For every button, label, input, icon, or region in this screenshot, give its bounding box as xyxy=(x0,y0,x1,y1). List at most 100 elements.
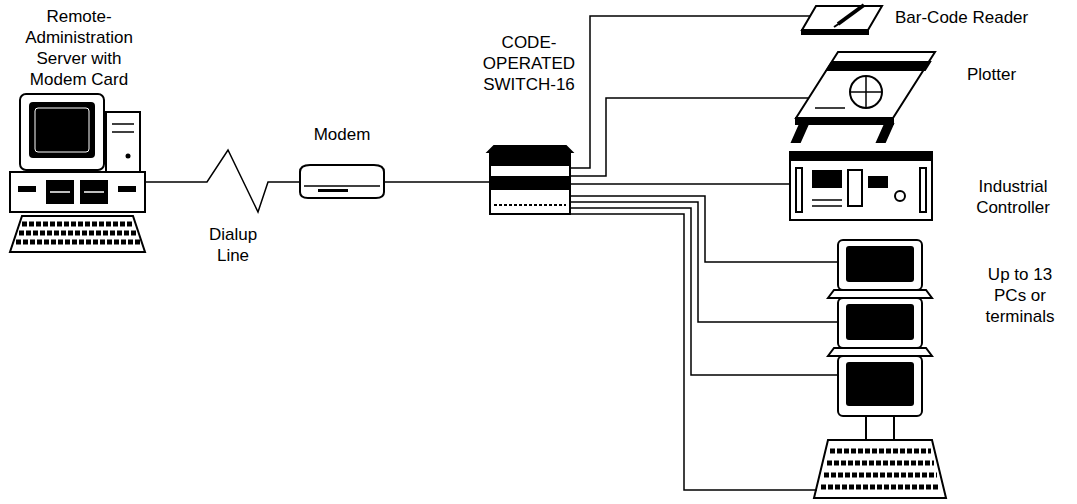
industrial-controller-icon-part xyxy=(920,168,926,212)
modem-icon-part xyxy=(318,189,348,192)
server-icon-part xyxy=(126,154,131,159)
plotter-icon-part xyxy=(827,62,930,70)
server-icon-part xyxy=(80,180,108,204)
edge-label: Dialup Line xyxy=(196,224,270,266)
wire-stubs-part xyxy=(792,97,808,99)
wire-stubs-part xyxy=(570,167,584,169)
server-icon xyxy=(10,94,145,252)
switch-icon-part xyxy=(490,152,570,214)
modem-icon xyxy=(300,165,384,198)
server-icon-part xyxy=(46,180,74,204)
industrial-controller-icon-part xyxy=(812,199,842,201)
server-icon-part xyxy=(16,240,140,245)
industrial-controller-icon xyxy=(790,152,932,220)
pc-stack-icon-part xyxy=(828,290,932,298)
plotter-icon-part xyxy=(865,76,867,108)
wire-stubs-part xyxy=(570,214,817,490)
industrial-controller-icon-part xyxy=(790,152,932,160)
barcode-reader-icon xyxy=(802,5,882,34)
server-icon-part xyxy=(22,222,134,227)
node-label: Industrial Controller xyxy=(968,176,1058,218)
wire-stubs-part xyxy=(384,181,388,183)
plotter-icon-part xyxy=(796,118,893,124)
pc-stack-icon-part xyxy=(846,304,914,340)
wire-stubs-part xyxy=(815,261,838,263)
server-icon-part xyxy=(118,186,136,192)
plotter-icon-part xyxy=(815,107,845,109)
pc-terminal-group: Up to 13 PCs or terminals xyxy=(815,236,1070,500)
barcode-reader-icon-part xyxy=(802,6,882,30)
barcode-reader-icon-part xyxy=(834,23,840,27)
industrial-controller-icon-part xyxy=(796,168,802,212)
node-label: Up to 13 PCs or terminals xyxy=(975,264,1065,327)
bar-code-reader: Bar-Code Reader xyxy=(800,2,1065,36)
code-operated-switch: CODE- OPERATED SWITCH-16 xyxy=(474,28,584,218)
pc-stack-icon xyxy=(814,240,946,498)
server-icon-part xyxy=(35,108,89,152)
pc-stack-icon-part xyxy=(866,416,894,440)
node-label: Plotter xyxy=(967,64,1037,85)
connector-line xyxy=(388,181,474,183)
connector-line xyxy=(584,183,788,185)
switch-icon-part xyxy=(494,204,566,206)
wire-stubs-part xyxy=(570,195,584,197)
server-icon-part xyxy=(10,172,145,212)
node-label: Bar-Code Reader xyxy=(895,7,1055,28)
switch-icon-part xyxy=(490,176,570,190)
modem-device: Modem xyxy=(296,124,388,202)
connector-line xyxy=(584,196,815,262)
wire-stubs-part xyxy=(474,181,490,183)
wire-stubs-part xyxy=(570,175,584,177)
server-icon-part xyxy=(20,94,104,170)
connector-line xyxy=(584,98,792,176)
server-icon-part xyxy=(19,231,137,236)
plotter-icon-part xyxy=(877,124,893,142)
modem-icon-part xyxy=(304,185,380,187)
wire-stubs-part xyxy=(570,183,584,185)
barcode-reader-icon-part xyxy=(802,30,868,34)
plotter-icon-part xyxy=(850,76,882,108)
wire-stubs-part xyxy=(800,15,810,17)
node-label: Modem xyxy=(296,124,388,145)
wire-stubs xyxy=(145,16,838,490)
node-label: CODE- OPERATED SWITCH-16 xyxy=(474,32,584,95)
modem-icon-part xyxy=(300,165,384,198)
server-icon-part xyxy=(29,102,95,158)
pc-stack-icon-part xyxy=(827,461,934,466)
node-label: Remote- Administration Server with Modem… xyxy=(14,6,144,90)
plotter-device: Plotter xyxy=(792,44,1042,144)
pc-stack-icon-part xyxy=(824,473,937,478)
wire-stubs-part xyxy=(145,181,150,183)
pc-stack-icon-part xyxy=(814,440,946,498)
edge-label-holder: Dialup Line xyxy=(196,224,270,266)
server-icon-part xyxy=(18,186,36,192)
wire-stubs-part xyxy=(570,208,838,375)
pc-stack-icon-part xyxy=(838,356,922,416)
server-icon-part xyxy=(10,216,145,252)
plotter-icon-part xyxy=(792,124,808,142)
plotter-icon-part xyxy=(796,52,935,118)
industrial-controller-icon-part xyxy=(848,170,862,206)
pc-stack-icon-part xyxy=(821,485,940,490)
pc-stack-icon-part xyxy=(846,362,914,406)
industrial-controller: Industrial Controller xyxy=(788,150,1063,224)
switch-icon-part xyxy=(490,152,570,166)
server-icon-part xyxy=(50,191,70,193)
industrial-controller-icon-part xyxy=(812,170,842,188)
server-icon-part xyxy=(84,191,104,193)
wire-stubs-part xyxy=(788,183,790,185)
server-icon-part xyxy=(112,131,134,133)
pc-stack-icon-part xyxy=(830,449,931,454)
switch-icon xyxy=(488,146,572,214)
industrial-controller-icon-part xyxy=(790,158,932,220)
server-computer: Remote- Administration Server with Modem… xyxy=(8,4,150,256)
industrial-controller-icon-part xyxy=(868,176,888,188)
connector-line xyxy=(584,16,800,168)
barcode-reader-icon-part xyxy=(838,5,864,24)
wire-stubs-part xyxy=(296,181,300,183)
server-icon-part xyxy=(106,112,140,172)
pc-stack-icon-part xyxy=(838,298,922,348)
pc-stack-icon-part xyxy=(828,348,932,356)
pc-stack-icon-part xyxy=(838,240,922,290)
